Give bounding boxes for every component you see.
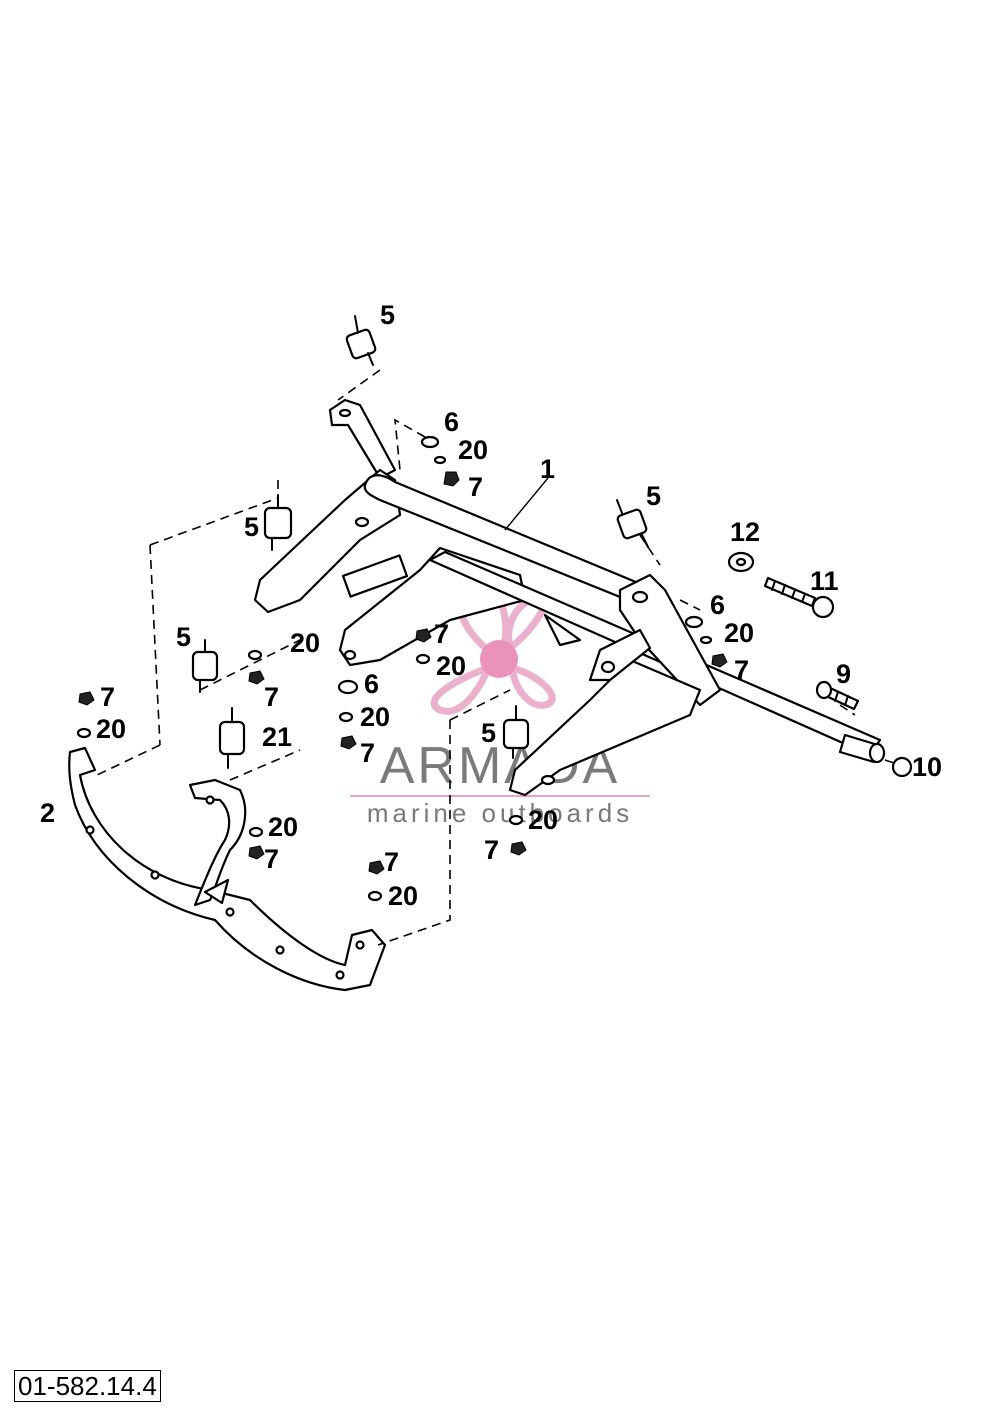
callout-20: 20 bbox=[360, 702, 390, 732]
callout-7: 7 bbox=[360, 738, 375, 768]
diagram-code: 01-582.14.4 bbox=[14, 1370, 161, 1402]
callout-5: 5 bbox=[646, 481, 661, 511]
callout-21: 21 bbox=[262, 722, 292, 752]
callout-7: 7 bbox=[100, 682, 115, 712]
callout-5: 5 bbox=[481, 718, 496, 748]
callout-12: 12 bbox=[730, 517, 760, 547]
callout-20: 20 bbox=[528, 805, 558, 835]
callout-20: 20 bbox=[96, 714, 126, 744]
callout-7: 7 bbox=[434, 619, 449, 649]
rubber-mount-5-top bbox=[345, 315, 377, 366]
callout-10: 10 bbox=[912, 752, 942, 782]
callout-20: 20 bbox=[724, 618, 754, 648]
callout-20: 20 bbox=[458, 435, 488, 465]
callout-6: 6 bbox=[444, 407, 459, 437]
propeller-logo-icon bbox=[430, 578, 556, 715]
assembly-dashed-lines bbox=[96, 369, 901, 946]
callout-6: 6 bbox=[710, 590, 725, 620]
callout-7: 7 bbox=[484, 835, 499, 865]
callout-7: 7 bbox=[264, 844, 279, 874]
callout-2: 2 bbox=[40, 798, 55, 828]
watermark-tagline: marine outboards bbox=[367, 798, 633, 828]
callout-20: 20 bbox=[388, 881, 418, 911]
engine-mount-frame bbox=[253, 398, 886, 797]
callout-7: 7 bbox=[734, 655, 749, 685]
callout-5: 5 bbox=[244, 512, 259, 542]
callout-9: 9 bbox=[836, 659, 851, 689]
armada-watermark: ARMADA marine outboards bbox=[350, 578, 650, 828]
callout-7: 7 bbox=[384, 847, 399, 877]
callout-7: 7 bbox=[468, 472, 483, 502]
rubber-mount-5-right bbox=[616, 499, 649, 548]
callout-11: 11 bbox=[810, 566, 839, 596]
callout-7: 7 bbox=[264, 682, 279, 712]
callout-20: 20 bbox=[268, 812, 298, 842]
rubber-mount-5-lower bbox=[502, 705, 530, 759]
rubber-mount-21 bbox=[218, 707, 246, 769]
hardware-small-parts bbox=[76, 435, 913, 902]
rubber-mount-5-left bbox=[263, 494, 293, 551]
callout-5: 5 bbox=[176, 622, 191, 652]
lower-ring-bracket bbox=[68, 746, 387, 992]
callout-6: 6 bbox=[364, 669, 379, 699]
bolt-9 bbox=[815, 680, 860, 711]
bolt-11 bbox=[763, 576, 835, 619]
callout-5: 5 bbox=[380, 300, 395, 330]
callout-20: 20 bbox=[436, 651, 466, 681]
callout-20: 20 bbox=[290, 628, 320, 658]
callout-labels: 1 2 5 5 5 5 5 6 6 6 7 7 7 7 7 7 7 7 7 7 … bbox=[40, 300, 942, 911]
rubber-mount-5-mid bbox=[191, 639, 219, 693]
callout-1: 1 bbox=[540, 454, 555, 484]
